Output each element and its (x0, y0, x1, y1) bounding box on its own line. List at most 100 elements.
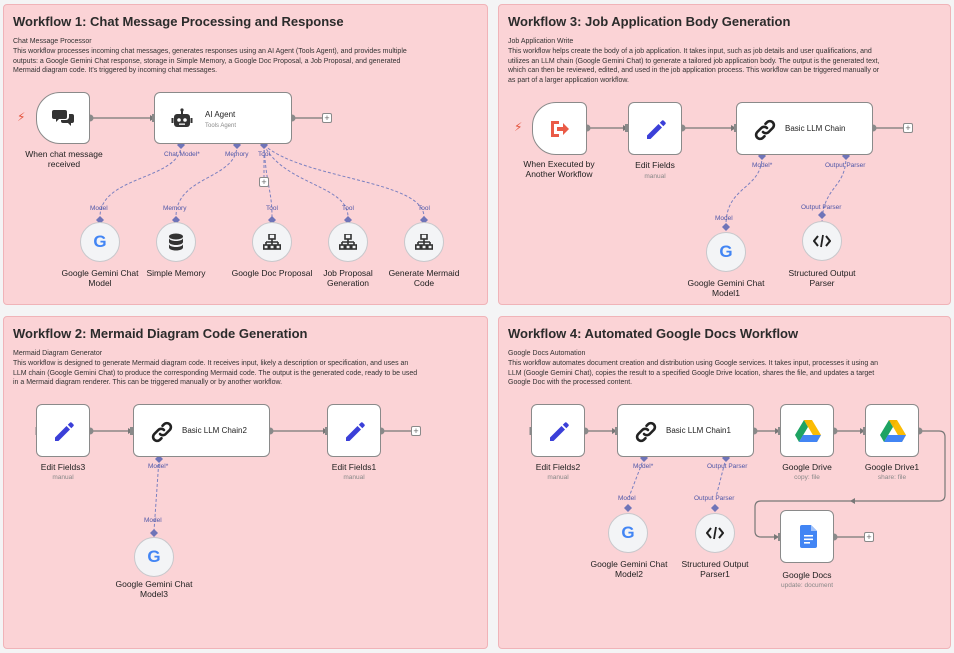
mermaid-tool-node[interactable] (404, 222, 444, 262)
workflow-panel-3: Workflow 3: Job Application Body Generat… (498, 4, 951, 305)
gemini-model-node[interactable]: G (706, 232, 746, 272)
workflow-panel-2: Workflow 2: Mermaid Diagram Code Generat… (3, 316, 488, 649)
workflow-title: Workflow 1: Chat Message Processing and … (13, 14, 344, 29)
description-line: Mermaid diagram code. It's triggered by … (13, 67, 218, 74)
basic-llm-chain-node[interactable]: Basic LLM Chain (736, 102, 873, 155)
workflow-description: This workflow processes incoming chat me… (13, 47, 407, 76)
chat-bubbles-icon (51, 106, 75, 130)
lightning-icon: ⚡ (17, 110, 26, 124)
description-line: This workflow helps create the body of a… (508, 48, 872, 55)
port-label: Model (90, 205, 108, 212)
workflow-title: Workflow 2: Mermaid Diagram Code Generat… (13, 326, 308, 341)
node-sublabel: update: document (780, 582, 834, 589)
node-label: Google Gemini Chat Model2 (590, 559, 668, 579)
port-label: Model (618, 495, 636, 502)
add-node-button[interactable]: + (864, 532, 874, 542)
node-label: Job Proposal Generation (323, 268, 373, 288)
description-line: utilizes an LLM chain (Google Gemini Cha… (508, 57, 880, 65)
chain-link-icon (635, 421, 657, 443)
google-drive-node[interactable] (780, 404, 834, 457)
structured-output-parser-node[interactable] (695, 513, 735, 553)
node-sublabel: Tools Agent (205, 123, 237, 129)
port-label: Model (144, 517, 162, 524)
port-label: Model* (148, 463, 169, 470)
sitemap-icon (339, 234, 357, 250)
node-label: AI Agent (205, 110, 236, 119)
gemini-model-node[interactable]: G (80, 222, 120, 262)
node-label: Structured Output Parser1 (681, 559, 749, 579)
add-node-button[interactable]: + (322, 113, 332, 123)
port-label: Tool (258, 151, 270, 158)
node-label: Simple Memory (146, 268, 206, 278)
node-label: Edit Fields (635, 160, 675, 170)
google-drive-icon (880, 420, 906, 442)
ai-agent-node[interactable]: AI Agent Tools Agent (154, 92, 292, 144)
google-drive1-node[interactable] (865, 404, 919, 457)
code-icon (813, 234, 831, 248)
add-node-button[interactable]: + (411, 426, 421, 436)
structured-output-parser-node[interactable] (802, 221, 842, 261)
workflow-subtitle: Job Application Write (508, 38, 574, 45)
node-label: Google Gemini Chat Model3 (115, 579, 193, 599)
basic-llm-chain1-node[interactable]: Basic LLM Chain1 (617, 404, 754, 457)
port-label: Tool (342, 205, 354, 212)
port-label: Tool (266, 205, 278, 212)
description-line: outputs: a Google Gemini Chat response, … (13, 57, 401, 65)
description-line: LLM (Google Gemini Chat), copies the res… (508, 369, 875, 377)
workflow-description: This workflow is designed to generate Me… (13, 359, 417, 388)
description-line: which can then be reviewed, edited, and … (508, 67, 880, 74)
google-g-icon: G (93, 232, 107, 251)
port-label: Output Parser (825, 162, 866, 169)
port-label: Memory (163, 205, 187, 212)
google-drive-icon (795, 420, 821, 442)
pencil-icon (550, 422, 569, 441)
node-sublabel: manual (644, 173, 666, 180)
workflow-subtitle: Chat Message Processor (13, 38, 92, 45)
sitemap-icon (415, 234, 433, 250)
node-sublabel: manual (343, 474, 365, 481)
job-proposal-tool-node[interactable] (328, 222, 368, 262)
chat-trigger-node[interactable] (36, 92, 90, 144)
simple-memory-node[interactable] (156, 222, 196, 262)
add-node-button[interactable]: + (903, 123, 913, 133)
description-line: in a Mermaid diagram renderer. This can … (13, 379, 283, 386)
edit-fields3-node[interactable] (36, 404, 90, 457)
description-line: as part of a larger application workflow… (508, 76, 630, 84)
doc-proposal-tool-node[interactable] (252, 222, 292, 262)
google-docs-node[interactable] (780, 510, 834, 563)
description-line: LLM chain (Google Gemini Chat) to produc… (13, 369, 418, 377)
edit-fields2-node[interactable] (531, 404, 585, 457)
workflow-panel-4: Workflow 4: Automated Google Docs Workfl… (498, 316, 951, 649)
port-label: Output Parser (801, 204, 842, 211)
node-label: Google Drive1 (864, 462, 920, 472)
port-label: Model* (633, 463, 654, 470)
google-docs-icon (800, 525, 817, 548)
sign-in-icon (547, 117, 571, 141)
database-icon (169, 233, 183, 251)
node-label: Google Gemini Chat Model1 (687, 278, 765, 298)
node-label: Edit Fields2 (535, 462, 581, 472)
node-label: Basic LLM Chain (785, 124, 846, 133)
pencil-icon (647, 120, 666, 139)
node-sublabel: copy: file (794, 474, 820, 481)
edit-fields1-node[interactable] (327, 404, 381, 457)
node-label: Edit Fields1 (331, 462, 377, 472)
port-label: Chat Model* (164, 151, 200, 158)
basic-llm-chain2-node[interactable]: Basic LLM Chain2 (133, 404, 270, 457)
code-icon (706, 526, 724, 540)
description-line: This workflow processes incoming chat me… (13, 48, 407, 55)
pencil-icon (346, 422, 365, 441)
google-g-icon: G (147, 547, 161, 566)
port-label: Output Parser (694, 495, 735, 502)
add-tool-button[interactable]: + (259, 177, 269, 187)
gemini-model-node[interactable]: G (134, 537, 174, 577)
edit-fields-node[interactable] (628, 102, 682, 155)
gemini-model-node[interactable]: G (608, 513, 648, 553)
port-label: Tool (418, 205, 430, 212)
execute-workflow-trigger-node[interactable] (532, 102, 587, 155)
chain-link-icon (754, 119, 776, 141)
node-sublabel: share: file (877, 474, 907, 481)
robot-icon (171, 108, 193, 130)
node-label: Edit Fields3 (40, 462, 86, 472)
chain-link-icon (151, 421, 173, 443)
